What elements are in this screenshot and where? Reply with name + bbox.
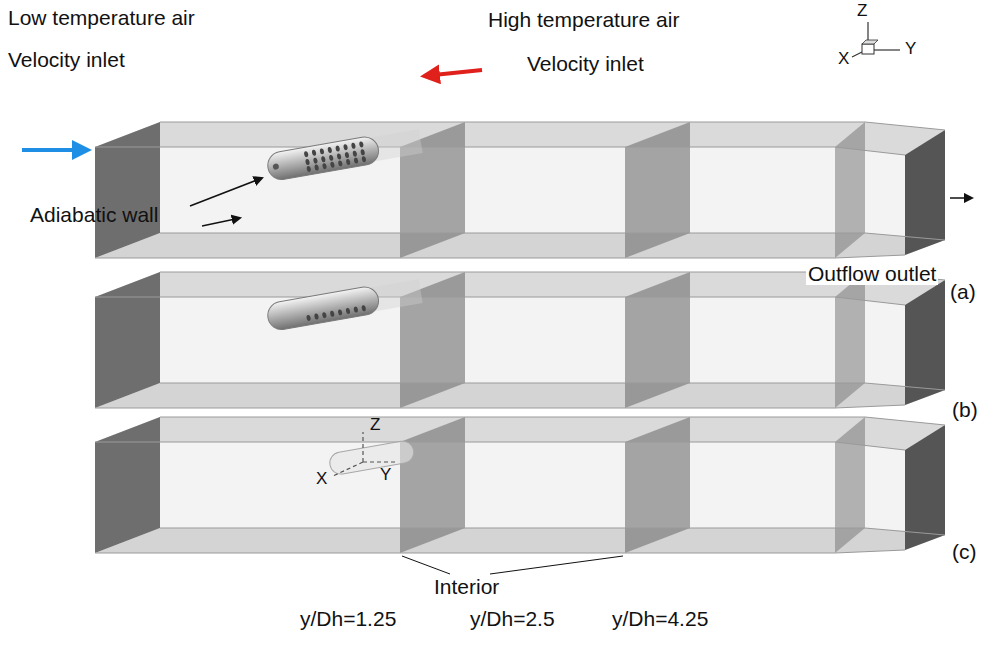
panel-tag: (a) bbox=[948, 280, 978, 303]
cylinder-body bbox=[266, 135, 381, 182]
injector-cylinder bbox=[266, 277, 424, 331]
leader-line bbox=[402, 556, 450, 574]
boundary-label: Velocity inlet bbox=[8, 48, 125, 71]
inlet-note: High temperature air bbox=[488, 8, 679, 31]
panel-tag: (b) bbox=[950, 398, 980, 421]
cylinder-tip bbox=[272, 163, 279, 170]
section-position: y/Dh=2.5 bbox=[470, 607, 555, 630]
axis-label: Y bbox=[380, 466, 391, 485]
leader-line bbox=[490, 556, 623, 574]
pointer-arrow bbox=[190, 178, 262, 206]
boundary-label: Adiabatic wall bbox=[30, 203, 158, 226]
outflow-arrow bbox=[950, 197, 972, 199]
axis-line bbox=[852, 52, 862, 57]
cylinder-body bbox=[328, 439, 416, 475]
hole-row bbox=[306, 305, 366, 321]
axis-cube bbox=[862, 40, 878, 44]
duct-c bbox=[95, 417, 945, 553]
axis-label: Z bbox=[370, 416, 380, 435]
axis-label: Z bbox=[857, 2, 867, 21]
section-label: Interior bbox=[432, 575, 501, 598]
axis-label: Y bbox=[905, 40, 916, 59]
cylinder-body bbox=[266, 285, 381, 332]
axis-line bbox=[874, 49, 900, 50]
cold-inflow-arrow bbox=[22, 148, 88, 152]
axis-label: X bbox=[838, 50, 849, 69]
hole-row bbox=[306, 156, 366, 172]
injector-cylinder bbox=[266, 127, 424, 181]
section-position: y/Dh=4.25 bbox=[612, 607, 708, 630]
injector-cylinder bbox=[328, 439, 416, 475]
axes-triad bbox=[852, 22, 900, 57]
axis-cube bbox=[862, 44, 874, 54]
boundary-label: Outflow outlet bbox=[806, 262, 938, 285]
duct-a bbox=[95, 122, 945, 258]
pointer-arrow bbox=[202, 218, 240, 226]
duct-b bbox=[95, 272, 945, 408]
axis-label: X bbox=[316, 470, 327, 489]
panel-tag: (c) bbox=[950, 540, 979, 563]
hot-inflow-arrow bbox=[424, 70, 482, 76]
section-position: y/Dh=1.25 bbox=[300, 607, 396, 630]
inlet-note: Low temperature air bbox=[8, 6, 195, 29]
boundary-label: Velocity inlet bbox=[527, 52, 644, 75]
